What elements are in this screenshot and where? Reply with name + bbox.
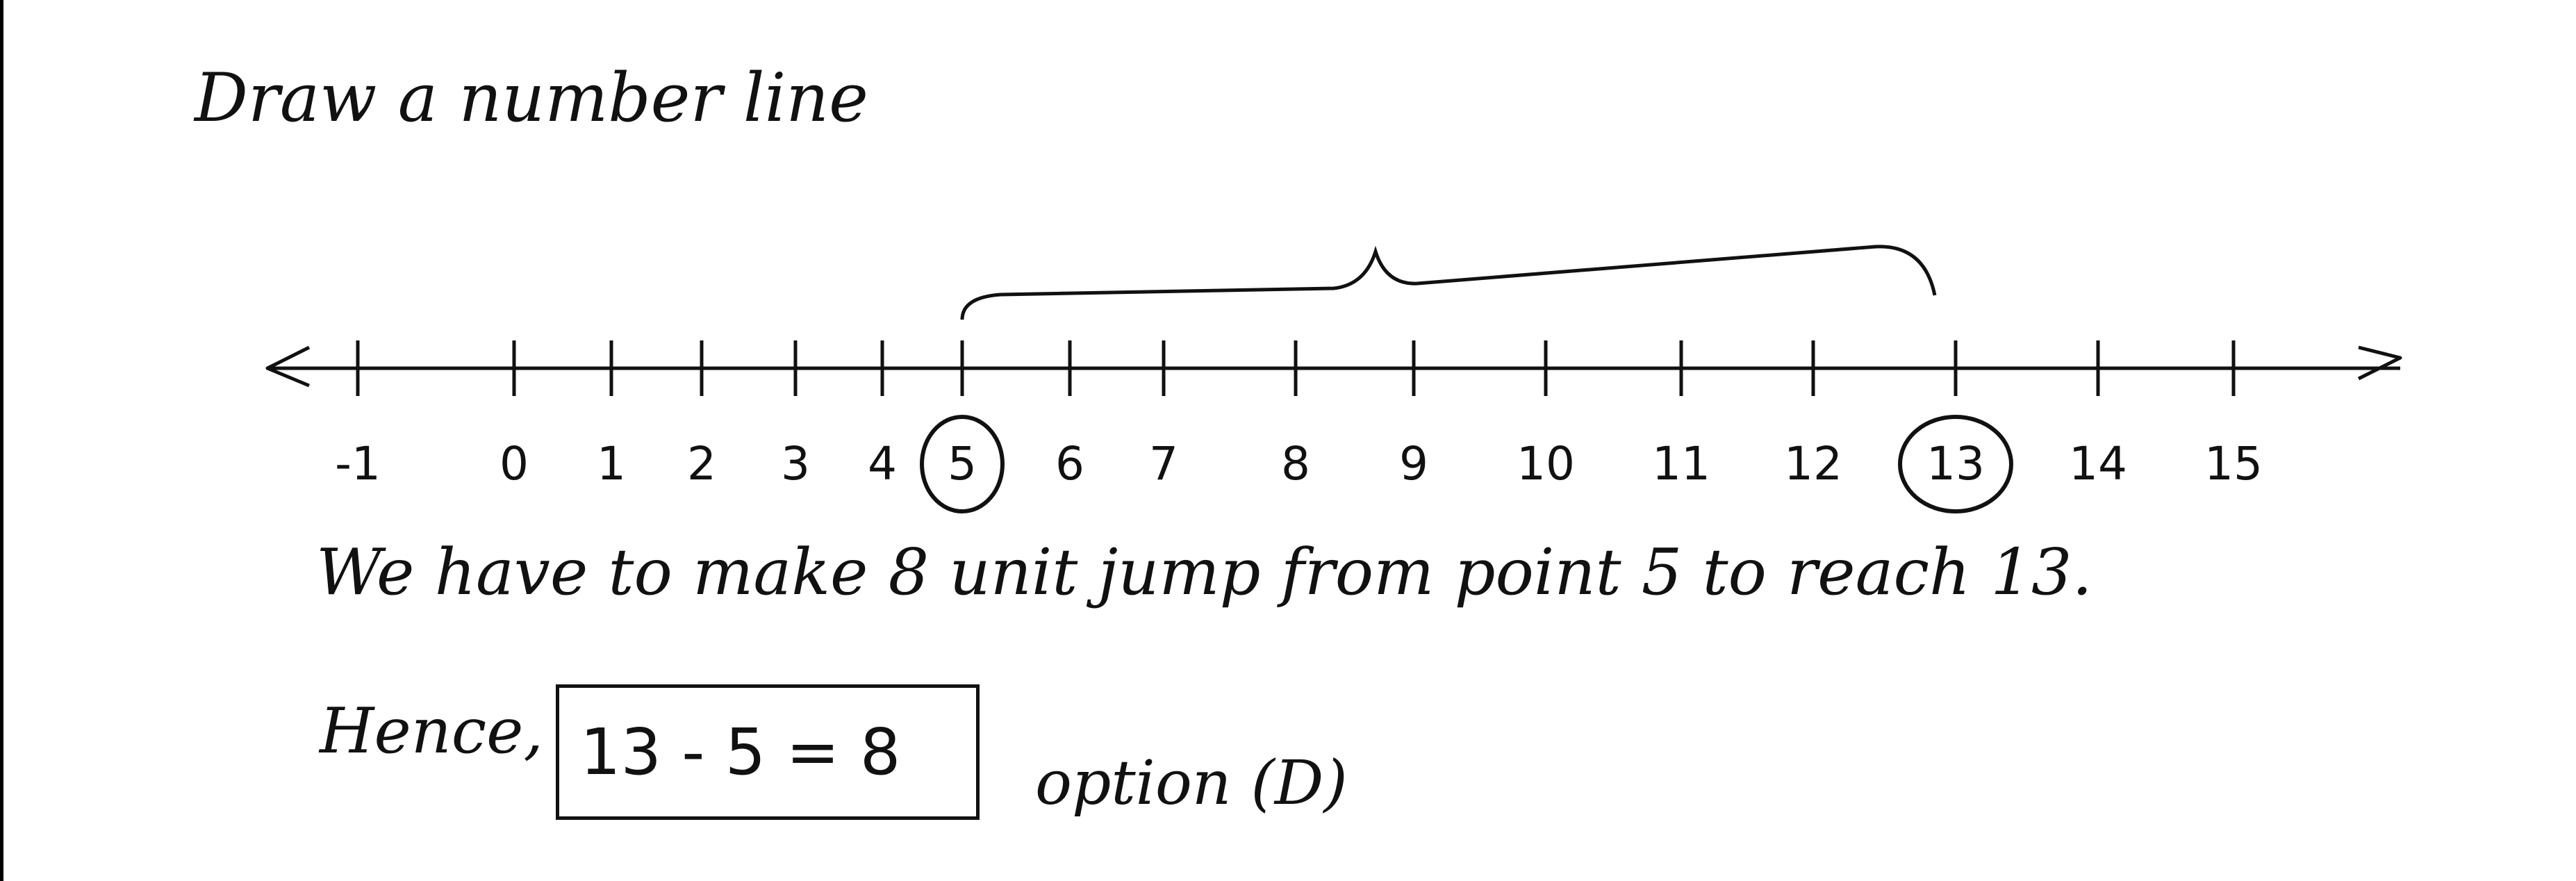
tick-label: 1 [597, 437, 626, 491]
heading-text: Draw a number line [195, 59, 868, 137]
tick-marks [356, 340, 2236, 396]
page-left-border [0, 0, 3, 881]
tick-label: 2 [687, 437, 716, 491]
tick-label: 14 [2069, 437, 2127, 491]
circled-value-marker [920, 415, 1005, 513]
tick-label: -1 [335, 437, 381, 491]
tick-label: 3 [781, 437, 810, 491]
tick-label: 9 [1399, 437, 1428, 491]
tick-label: 10 [1517, 437, 1575, 491]
tick-label: 8 [1281, 437, 1310, 491]
tick-label: 12 [1784, 437, 1842, 491]
circled-value-marker [1898, 415, 2013, 513]
option-text: option (D) [1035, 747, 1348, 818]
jump-brace [960, 245, 1937, 320]
circled-values [920, 415, 2013, 513]
tick-label: 6 [1055, 437, 1084, 491]
answer-expression: 13 - 5 = 8 [580, 715, 901, 789]
tick-label: 15 [2204, 437, 2263, 491]
tick-label: 13 [1926, 437, 1985, 491]
hence-label: Hence, [320, 695, 543, 768]
tick-label: 7 [1149, 437, 1178, 491]
statement-text: We have to make 8 unit jump from point 5… [316, 535, 2092, 609]
left-arrow-head [265, 345, 311, 388]
right-arrow-head [2357, 345, 2402, 381]
tick-label: 5 [948, 437, 977, 491]
tick-label: 11 [1652, 437, 1710, 491]
answer-box: 13 - 5 = 8 [556, 684, 980, 820]
tick-label: 0 [499, 437, 529, 491]
tick-label: 4 [868, 437, 897, 491]
